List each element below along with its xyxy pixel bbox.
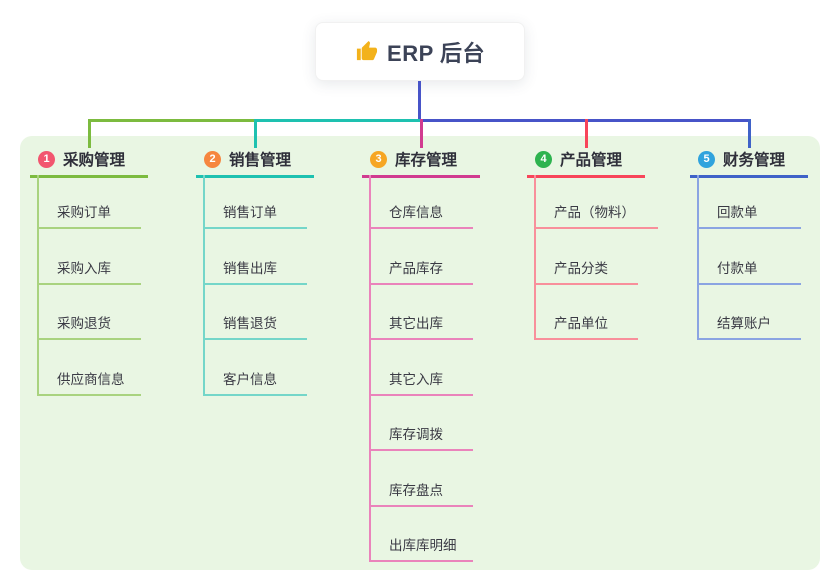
child-node-3-6[interactable]: 库存盘点 — [389, 483, 443, 498]
child-node-2-1[interactable]: 销售订单 — [223, 205, 277, 220]
branch-5-number-badge: 5 — [698, 150, 715, 168]
child-node-5-3-underline — [697, 338, 801, 340]
child-node-2-4[interactable]: 客户信息 — [223, 372, 277, 387]
child-node-2-4-underline — [203, 394, 307, 396]
branch-5-child-rail — [697, 175, 699, 340]
child-node-2-2-underline — [203, 283, 307, 285]
branch-title-label: 库存管理 — [395, 152, 458, 169]
branch-2-child-rail — [203, 175, 205, 396]
branch-node-2[interactable]: 2 销售管理 — [204, 146, 291, 172]
branch-node-3[interactable]: 3 库存管理 — [370, 146, 457, 172]
branch-node-4[interactable]: 4 产品管理 — [535, 146, 622, 172]
child-node-4-3-underline — [534, 338, 638, 340]
child-node-3-7-underline — [369, 560, 473, 562]
branch-2-underline — [196, 175, 314, 178]
child-node-3-4-underline — [369, 394, 473, 396]
branch-node-5[interactable]: 5 财务管理 — [698, 146, 785, 172]
child-node-5-1[interactable]: 回款单 — [717, 205, 758, 220]
child-node-1-2-underline — [37, 283, 141, 285]
branch-2-drop-line — [253, 119, 257, 148]
child-node-3-5[interactable]: 库存调拨 — [389, 427, 443, 442]
child-node-3-2-underline — [369, 283, 473, 285]
branch-4-number-badge: 4 — [535, 150, 552, 168]
child-node-3-3-underline — [369, 338, 473, 340]
branch-title-label: 销售管理 — [229, 152, 292, 169]
branch-3-child-rail — [369, 175, 371, 562]
branch-4-drop-line — [584, 119, 588, 148]
root-node[interactable]: ERP 后台 — [315, 22, 525, 81]
child-node-5-1-underline — [697, 227, 801, 229]
branch-3-underline — [362, 175, 480, 178]
child-node-3-1-underline — [369, 227, 473, 229]
child-node-5-2-underline — [697, 283, 801, 285]
child-node-1-3-underline — [37, 338, 141, 340]
branch-title-label: 采购管理 — [63, 152, 126, 169]
branch-title-label: 财务管理 — [723, 152, 786, 169]
branch-3-number-badge: 3 — [370, 150, 387, 168]
child-node-3-5-underline — [369, 449, 473, 451]
branch-1-number-badge: 1 — [38, 150, 55, 168]
branch-4-child-rail — [534, 175, 536, 340]
child-node-1-3[interactable]: 采购退货 — [57, 316, 111, 331]
child-node-4-3[interactable]: 产品单位 — [554, 316, 608, 331]
child-node-1-1[interactable]: 采购订单 — [57, 205, 111, 220]
child-node-3-4[interactable]: 其它入库 — [389, 372, 443, 387]
child-node-2-2[interactable]: 销售出库 — [223, 261, 277, 276]
child-node-4-1[interactable]: 产品（物料） — [554, 205, 635, 220]
child-node-2-3[interactable]: 销售退货 — [223, 316, 277, 331]
branch-title-label: 产品管理 — [560, 152, 623, 169]
branch-5-underline — [690, 175, 808, 178]
child-node-3-1[interactable]: 仓库信息 — [389, 205, 443, 220]
branch-1-underline — [30, 175, 148, 178]
child-node-4-1-underline — [534, 227, 658, 229]
child-node-3-6-underline — [369, 505, 473, 507]
child-node-5-2[interactable]: 付款单 — [717, 261, 758, 276]
child-node-4-2[interactable]: 产品分类 — [554, 261, 608, 276]
child-node-1-1-underline — [37, 227, 141, 229]
child-node-4-2-underline — [534, 283, 638, 285]
root-node-label: ERP 后台 — [387, 40, 485, 66]
bus-segment-1 — [89, 119, 255, 122]
child-node-2-3-underline — [203, 338, 307, 340]
child-node-2-1-underline — [203, 227, 307, 229]
branch-2-number-badge: 2 — [204, 150, 221, 168]
child-node-1-2[interactable]: 采购入库 — [57, 261, 111, 276]
branch-1-drop-line — [87, 119, 91, 148]
thumbs-up-icon — [355, 40, 378, 63]
child-node-1-4-underline — [37, 394, 141, 396]
branch-5-drop-line — [747, 119, 751, 148]
child-node-3-3[interactable]: 其它出库 — [389, 316, 443, 331]
branch-4-underline — [527, 175, 645, 178]
branch-background-panel — [20, 136, 820, 570]
child-node-1-4[interactable]: 供应商信息 — [57, 372, 125, 387]
branch-node-1[interactable]: 1 采购管理 — [38, 146, 125, 172]
child-node-3-2[interactable]: 产品库存 — [389, 261, 443, 276]
child-node-5-3[interactable]: 结算账户 — [717, 316, 771, 331]
bus-segment-2 — [255, 119, 421, 122]
child-node-3-7[interactable]: 出库库明细 — [389, 538, 457, 553]
branch-1-child-rail — [37, 175, 39, 396]
branch-3-drop-line — [419, 119, 423, 148]
root-connector-line — [418, 81, 421, 122]
